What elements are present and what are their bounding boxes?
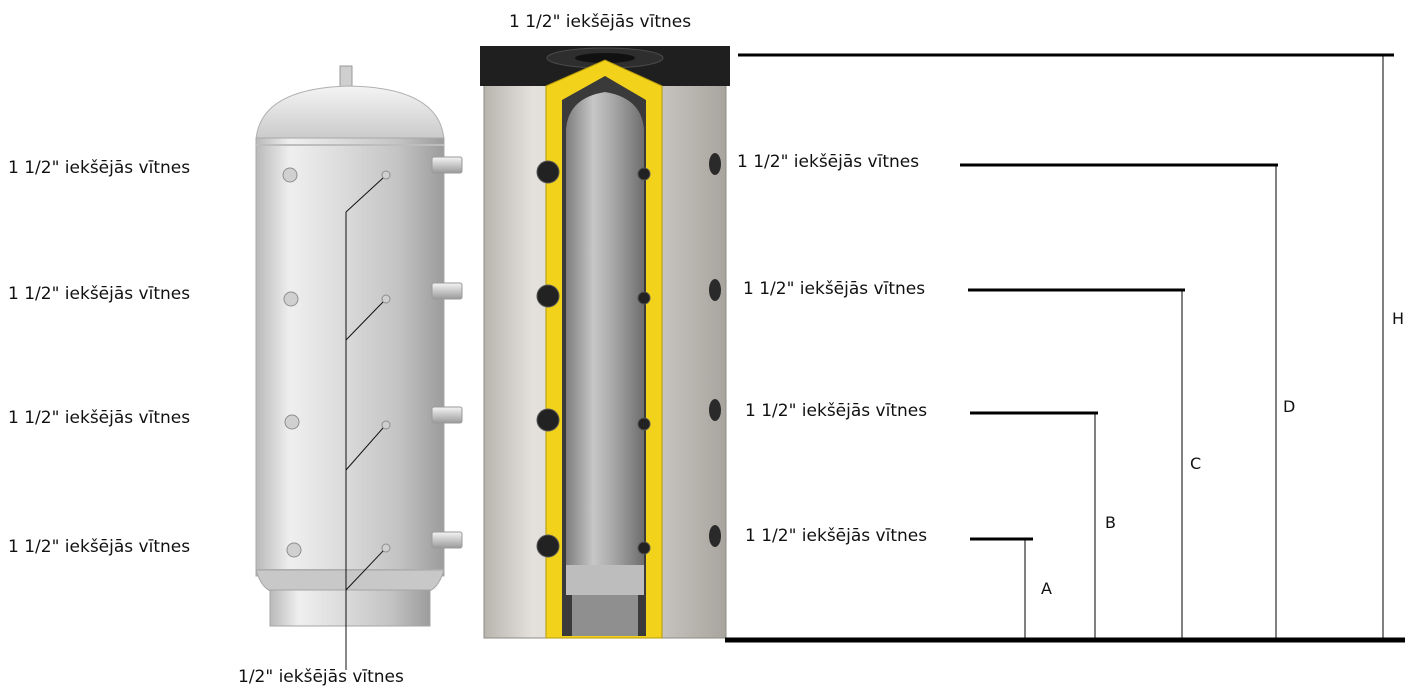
dimension-lines xyxy=(725,53,1405,643)
leader-4 xyxy=(345,550,384,591)
sensor-port-3 xyxy=(381,420,391,430)
side-port-1 xyxy=(709,153,721,175)
left-ports xyxy=(282,156,463,558)
label-left-port-4: 1 1/2" iekšējās vītnes xyxy=(8,537,191,557)
label-right-port-2: 1 1/2" iekšējās vītnes xyxy=(743,279,926,299)
side-port-2 xyxy=(709,279,721,301)
front-port-3 xyxy=(284,414,300,430)
dim-label-c: C xyxy=(1190,454,1202,473)
inner-bottom xyxy=(566,565,644,595)
leader-1 xyxy=(345,177,384,213)
cutaway-ports xyxy=(536,153,721,558)
steel-tank xyxy=(255,65,463,670)
port-pipe-3 xyxy=(431,406,463,424)
label-bottom-sensor: 1/2" iekšējās vītnes xyxy=(238,667,404,687)
inner-foot xyxy=(572,595,638,636)
cut-sensor-3 xyxy=(637,417,651,431)
sensor-leader-lines xyxy=(345,177,384,670)
leader-2 xyxy=(345,301,384,341)
tank-bottom-dome xyxy=(255,569,445,593)
sensor-port-2 xyxy=(381,294,391,304)
label-left-port-1: 1 1/2" iekšējās vītnes xyxy=(8,158,191,178)
top-port-opening xyxy=(575,53,635,63)
label-left-port-3: 1 1/2" iekšējās vītnes xyxy=(8,408,191,428)
label-right-port-3: 1 1/2" iekšējās vītnes xyxy=(745,401,928,421)
cut-port-2 xyxy=(536,284,560,308)
cut-port-4 xyxy=(536,534,560,558)
leader-3 xyxy=(345,427,384,471)
tank-shell xyxy=(255,137,445,577)
port-pipe-1 xyxy=(431,156,463,174)
cut-sensor-2 xyxy=(637,291,651,305)
cut-port-1 xyxy=(536,160,560,184)
tank-dome xyxy=(255,85,445,141)
dim-label-d: D xyxy=(1283,397,1296,416)
front-port-2 xyxy=(283,291,299,307)
label-right-port-1: 1 1/2" iekšējās vītnes xyxy=(737,152,920,172)
side-port-4 xyxy=(709,525,721,547)
cut-port-3 xyxy=(536,408,560,432)
label-top-port: 1 1/2" iekšējās vītnes xyxy=(509,12,692,32)
label-left-port-2: 1 1/2" iekšējās vītnes xyxy=(8,284,191,304)
insulated-tank xyxy=(480,46,730,639)
port-pipe-4 xyxy=(431,531,463,549)
side-port-3 xyxy=(709,399,721,421)
inner-steel-vessel xyxy=(566,92,644,565)
dim-label-h: H xyxy=(1392,309,1405,328)
sensor-port-4 xyxy=(381,543,391,553)
dim-label-b: B xyxy=(1105,513,1116,532)
front-port-1 xyxy=(282,167,298,183)
cut-sensor-1 xyxy=(637,167,651,181)
dim-label-a: A xyxy=(1041,579,1052,598)
front-port-4 xyxy=(286,542,302,558)
tank-foot-ring xyxy=(269,589,431,627)
cut-sensor-4 xyxy=(637,541,651,555)
port-pipe-2 xyxy=(431,282,463,300)
sensor-port-1 xyxy=(381,170,391,180)
label-right-port-4: 1 1/2" iekšējās vītnes xyxy=(745,526,928,546)
